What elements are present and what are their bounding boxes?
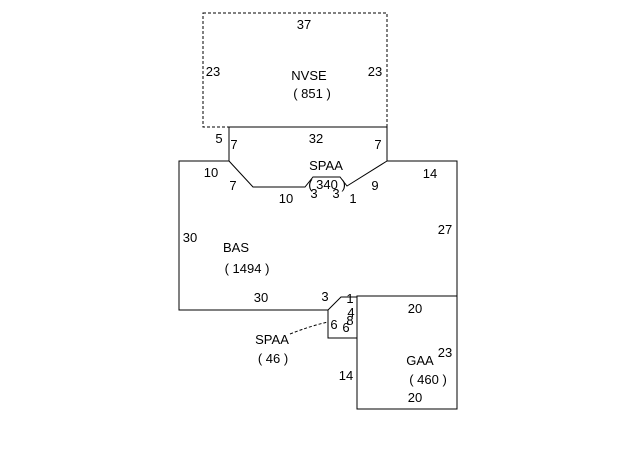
bas-name: BAS — [223, 240, 249, 255]
dim-spaa-left-diag: 7 — [229, 178, 236, 193]
dim-spaa-bottom: 10 — [279, 191, 293, 206]
dim-gaa-bottom: 20 — [408, 390, 422, 405]
dim-bas-right: 27 — [438, 222, 452, 237]
dim-notch-top: 3 — [321, 289, 328, 304]
dim-gaa-top: 20 — [408, 301, 422, 316]
spaa-lower-pointer — [289, 321, 329, 335]
dim-bas-top-left: 10 — [204, 165, 218, 180]
dim-nvse-top: 37 — [297, 17, 311, 32]
spaa-bottom-edge — [228, 160, 388, 188]
dim-spaa-step3: 1 — [349, 191, 356, 206]
dim-notch-4: 4 — [347, 305, 354, 320]
dim-spaa-left-inner: 7 — [230, 137, 237, 152]
gaa-name: GAA — [406, 353, 434, 368]
dim-spaa-right-inner: 7 — [374, 137, 381, 152]
dim-spaa-step1: 3 — [310, 186, 317, 201]
dim-nvse-left: 23 — [206, 64, 220, 79]
dim-bas-top-right: 14 — [423, 166, 437, 181]
gaa-outline — [356, 295, 458, 410]
spaa-lower-area: ( 46 ) — [258, 351, 288, 366]
dim-bas-bottom: 30 — [254, 290, 268, 305]
dim-nvse-right: 23 — [368, 64, 382, 79]
dim-small-right: 6 — [342, 320, 349, 335]
dim-small-left: 6 — [330, 317, 337, 332]
dim-spaa-left-vertical: 5 — [215, 131, 222, 146]
dim-notch-8: 8 — [346, 313, 353, 328]
dim-gaa-right: 23 — [438, 345, 452, 360]
dim-bas-left: 30 — [183, 230, 197, 245]
nvse-area: ( 851 ) — [293, 86, 331, 101]
bas-outline — [178, 160, 357, 339]
spaa-lower-name: SPAA — [255, 332, 289, 347]
nvse-name: NVSE — [291, 68, 327, 83]
dim-nvse-bottom: 32 — [309, 131, 323, 146]
spaa-upper-area: ( 340 ) — [308, 177, 346, 192]
dim-notch-right: 1 — [346, 291, 353, 306]
notch-outline — [327, 296, 357, 311]
dim-spaa-right-diag: 9 — [371, 178, 378, 193]
bas-area: ( 1494 ) — [225, 261, 270, 276]
dim-spaa-step2: 3 — [332, 186, 339, 201]
spaa-upper-name: SPAA — [309, 158, 343, 173]
dim-gaa-left: 14 — [339, 368, 353, 383]
gaa-area: ( 460 ) — [409, 372, 447, 387]
